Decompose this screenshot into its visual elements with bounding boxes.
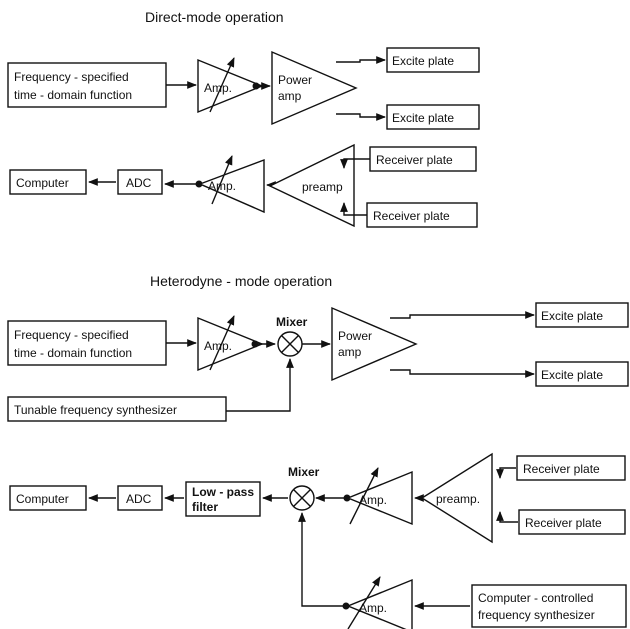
het-arrow-excite-2: [390, 369, 535, 378]
het-amp-output-dot: [251, 340, 259, 348]
het-lowpass-line1: Low - pass: [192, 485, 254, 499]
het-arrow-receiver-1: [496, 467, 516, 479]
het-arrow-synth-mixer: [226, 358, 294, 412]
direct-excite-plate-2: Excite plate: [386, 104, 480, 130]
het-amp-lo-label: Amp.: [359, 601, 387, 615]
direct-arrow-excite-2: [336, 113, 386, 121]
het-cc-synth-line2: frequency synthesizer: [478, 608, 595, 622]
het-lowpass-line2: filter: [192, 500, 218, 514]
het-cc-synth-line1: Computer - controlled: [478, 591, 593, 605]
het-arrow-excite-1: [390, 311, 535, 319]
het-power-amp-line2: amp: [338, 345, 362, 359]
direct-computer-box: Computer: [9, 169, 87, 195]
het-receiver-plate-1-label: Receiver plate: [523, 462, 600, 476]
direct-receiver-plate-2: Receiver plate: [366, 202, 478, 228]
het-synth-box: Tunable frequency synthesizer: [7, 396, 227, 422]
het-mixer-rx-label: Mixer: [288, 465, 320, 479]
direct-receiver-plate-1-label: Receiver plate: [376, 153, 453, 167]
het-amp-lo-output-dot: [342, 602, 350, 610]
het-excite-plate-1-label: Excite plate: [541, 309, 603, 323]
direct-amp-output-dot: [252, 82, 260, 90]
heterodyne-title: Heterodyne - mode operation: [150, 273, 332, 289]
direct-arrow-receiver-1: [340, 158, 370, 169]
direct-source-box: Frequency - specified time - domain func…: [7, 62, 167, 108]
direct-receiver-plate-2-label: Receiver plate: [373, 209, 450, 223]
direct-title: Direct-mode operation: [145, 9, 284, 25]
het-cc-synth-box: Computer - controlled frequency synthesi…: [471, 584, 627, 628]
het-mixer-rx-symbol: [289, 485, 315, 511]
direct-excite-plate-1-label: Excite plate: [392, 54, 454, 68]
het-mixer-symbol: [277, 331, 303, 357]
direct-source-line2: time - domain function: [14, 88, 132, 102]
direct-source-line1: Frequency - specified: [14, 70, 129, 84]
het-arrow-receiver-2: [496, 511, 518, 523]
het-receiver-plate-2: Receiver plate: [518, 509, 626, 535]
direct-computer-label: Computer: [16, 176, 69, 190]
het-excite-plate-1: Excite plate: [535, 302, 629, 328]
direct-arrow-excite-1: [336, 56, 386, 64]
direct-power-amp: Power amp: [271, 50, 358, 126]
direct-amp-rx: Amp.: [198, 155, 265, 214]
het-lowpass-box: Low - pass filter: [185, 481, 261, 517]
het-power-amp: Power amp: [331, 306, 418, 382]
het-power-amp-line1: Power: [338, 329, 372, 343]
het-source-box: Frequency - specified time - domain func…: [7, 320, 167, 366]
direct-preamp-label: preamp: [302, 180, 343, 194]
het-adc-box: ADC: [117, 485, 163, 511]
het-computer-label: Computer: [16, 492, 69, 506]
direct-power-amp-line2: amp: [278, 89, 302, 103]
direct-adc-label: ADC: [126, 176, 152, 190]
het-excite-plate-2-label: Excite plate: [541, 368, 603, 382]
het-excite-plate-2: Excite plate: [535, 361, 629, 387]
het-amp: Amp.: [197, 315, 264, 372]
het-amp-rx-label: Amp.: [359, 493, 387, 507]
direct-adc-box: ADC: [117, 169, 163, 195]
het-source-line2: time - domain function: [14, 346, 132, 360]
het-mixer-label: Mixer: [276, 315, 308, 329]
direct-excite-plate-2-label: Excite plate: [392, 111, 454, 125]
het-computer-box: Computer: [9, 485, 87, 511]
direct-power-amp-line1: Power: [278, 73, 312, 87]
het-synth-label: Tunable frequency synthesizer: [14, 403, 177, 417]
direct-arrow-receiver-2: [340, 202, 367, 216]
direct-receiver-plate-1: Receiver plate: [369, 146, 477, 172]
het-amp-rx: Amp.: [346, 467, 413, 526]
het-preamp: preamp.: [420, 452, 493, 544]
het-arrow-lo-mixer: [298, 512, 343, 607]
het-amp-lo: Amp.: [346, 576, 413, 629]
het-receiver-plate-2-label: Receiver plate: [525, 516, 602, 530]
direct-preamp: preamp: [268, 143, 355, 228]
het-source-line1: Frequency - specified: [14, 328, 129, 342]
direct-excite-plate-1: Excite plate: [386, 47, 480, 73]
direct-amp: Amp.: [197, 57, 264, 114]
direct-amp-label: Amp.: [204, 81, 232, 95]
direct-amp-rx-label: Amp.: [208, 179, 236, 193]
het-adc-label: ADC: [126, 492, 152, 506]
het-receiver-plate-1: Receiver plate: [516, 455, 626, 481]
het-preamp-label: preamp.: [436, 492, 480, 506]
het-amp-label: Amp.: [204, 339, 232, 353]
